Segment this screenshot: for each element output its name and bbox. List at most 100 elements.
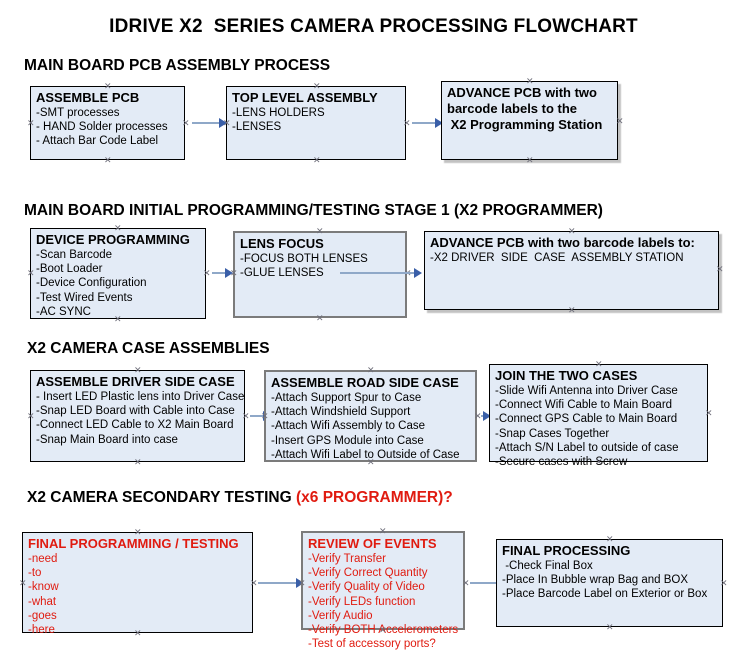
node-device-programming[interactable]: DEVICE PROGRAMMING -Scan Barcode -Boot L…	[30, 228, 206, 319]
node-lines: -Check Final Box -Place In Bubble wrap B…	[502, 559, 718, 602]
node-line: -Snap Main Board into case	[36, 433, 178, 446]
node-lines: -need -to -know -what -goes -here	[28, 552, 248, 637]
node-line: -Verify BOTH Accelerometers	[308, 624, 459, 637]
node-lines: -Scan Barcode -Boot Loader -Device Confi…	[36, 248, 201, 319]
selection-handle[interactable]	[379, 627, 386, 634]
selection-handle[interactable]	[313, 157, 320, 164]
selection-handle[interactable]	[595, 459, 602, 466]
selection-handle[interactable]	[595, 361, 602, 368]
node-line: -LENS HOLDERS	[232, 107, 325, 119]
node-line: - Insert LED Plastic lens into Driver Ca…	[36, 391, 245, 403]
node-title: ADVANCE PCB with two	[447, 85, 597, 100]
selection-handle[interactable]	[367, 459, 374, 466]
selection-handle[interactable]	[134, 630, 141, 637]
selection-handle[interactable]	[134, 367, 141, 374]
selection-handle[interactable]	[316, 315, 323, 322]
section-heading-3-text: X2 CAMERA CASE ASSEMBLIES	[27, 340, 270, 357]
node-lines: - Insert LED Plastic lens into Driver Ca…	[36, 390, 245, 447]
selection-handle[interactable]	[134, 529, 141, 536]
selection-handle[interactable]	[568, 307, 575, 314]
selection-handle[interactable]	[261, 413, 268, 420]
node-line-overflow: -Test of accessory ports?	[308, 638, 436, 651]
selection-handle[interactable]	[616, 118, 623, 125]
selection-handle[interactable]	[104, 83, 111, 90]
node-line: -to	[28, 567, 42, 580]
node-line: -Attach Wifi Label to Outside of Case	[271, 448, 460, 461]
node-line: -Test Wired Events	[36, 291, 133, 304]
selection-handle[interactable]	[114, 316, 121, 323]
node-line: -FOCUS BOTH LENSES	[240, 253, 368, 265]
selection-handle[interactable]	[316, 228, 323, 235]
node-line: -Attach Wifi Assembly to Case	[271, 420, 426, 433]
connector-line	[412, 122, 435, 124]
selection-handle[interactable]	[19, 580, 26, 587]
connector-line	[470, 582, 505, 584]
node-title: TOP LEVEL ASSEMBLY	[232, 90, 378, 105]
selection-handle[interactable]	[250, 580, 257, 587]
node-line: -here	[28, 624, 55, 637]
selection-handle[interactable]	[27, 270, 34, 277]
section-heading-2: MAIN BOARD INITIAL PROGRAMMING/TESTING S…	[24, 202, 603, 220]
selection-handle[interactable]	[114, 225, 121, 232]
node-line: -Attach Windshield Support	[271, 406, 411, 419]
selection-handle[interactable]	[705, 410, 712, 417]
node-line: -SMT processes	[36, 107, 120, 119]
node-title: JOIN THE TWO CASES	[495, 368, 638, 383]
selection-handle[interactable]	[27, 413, 34, 420]
node-advance-pcb-programming-station[interactable]: ADVANCE PCB with two barcode labels to t…	[441, 81, 618, 160]
selection-handle[interactable]	[230, 270, 237, 277]
node-final-processing[interactable]: FINAL PROCESSING -Check Final Box -Place…	[496, 539, 723, 627]
selection-handle[interactable]	[313, 83, 320, 90]
selection-handle[interactable]	[182, 120, 189, 127]
node-title-line3: X2 Programming Station	[447, 117, 603, 132]
node-line: -Verify Quality of Video	[308, 581, 425, 594]
selection-handle[interactable]	[606, 624, 613, 631]
node-line: -what	[28, 595, 57, 608]
node-lines: -Attach Support Spur to Case -Attach Win…	[271, 391, 471, 462]
node-line: -Connect Wifi Cable to Main Board	[495, 399, 673, 412]
selection-handle[interactable]	[223, 120, 230, 127]
node-assemble-road-side-case[interactable]: ASSEMBLE ROAD SIDE CASE -Attach Support …	[264, 370, 477, 462]
selection-handle[interactable]	[474, 413, 481, 420]
node-join-the-two-cases[interactable]: JOIN THE TWO CASES -Slide Wifi Antenna i…	[489, 364, 708, 468]
node-title: FINAL PROGRAMMING / TESTING	[28, 536, 239, 551]
node-title: ASSEMBLE PCB	[36, 90, 140, 105]
selection-handle[interactable]	[134, 459, 141, 466]
selection-handle[interactable]	[606, 536, 613, 543]
selection-handle[interactable]	[242, 413, 249, 420]
selection-handle[interactable]	[716, 266, 723, 273]
selection-handle[interactable]	[403, 120, 410, 127]
node-lines: -X2 DRIVER SIDE CASE ASSEMBLY STATION	[430, 251, 714, 265]
section-heading-4-accent: (x6 PROGRAMMER)?	[296, 489, 453, 506]
selection-handle[interactable]	[203, 270, 210, 277]
selection-handle[interactable]	[298, 580, 305, 587]
node-line: -Verify Correct Quantity	[308, 567, 428, 580]
selection-handle[interactable]	[568, 228, 575, 235]
selection-handle[interactable]	[462, 580, 469, 587]
node-lens-focus[interactable]: LENS FOCUS -FOCUS BOTH LENSES -GLUE LENS…	[233, 231, 407, 318]
node-final-programming-testing[interactable]: FINAL PROGRAMMING / TESTING -need -to -k…	[22, 532, 253, 636]
selection-handle[interactable]	[379, 528, 386, 535]
node-line: -Verify Audio	[308, 609, 373, 622]
node-line: -need	[28, 553, 58, 565]
node-advance-pcb-driver-side-case[interactable]: ADVANCE PCB with two barcode labels to: …	[424, 231, 719, 310]
connector-arrowhead	[483, 411, 491, 421]
selection-handle[interactable]	[367, 367, 374, 374]
selection-handle[interactable]	[720, 580, 727, 587]
node-line: -Place In Bubble wrap Bag and BOX	[502, 574, 689, 587]
selection-handle[interactable]	[27, 120, 34, 127]
node-assemble-pcb[interactable]: ASSEMBLE PCB -SMT processes - HAND Solde…	[30, 86, 185, 160]
connector-arrowhead	[435, 118, 443, 128]
node-line: -Attach S/N Label to outside of case	[495, 441, 679, 454]
node-review-of-events[interactable]: REVIEW OF EVENTS -Verify Transfer -Verif…	[301, 531, 465, 650]
connector-line	[258, 582, 296, 584]
selection-handle[interactable]	[526, 78, 533, 85]
selection-handle[interactable]	[104, 157, 111, 164]
connector-arrowhead	[414, 268, 422, 278]
selection-handle[interactable]	[526, 157, 533, 164]
node-line: -Snap LED Board with Cable into Case	[36, 405, 235, 418]
node-top-level-assembly[interactable]: TOP LEVEL ASSEMBLY -LENS HOLDERS -LENSES	[226, 86, 406, 160]
node-line: -know	[28, 581, 59, 594]
node-assemble-driver-side-case[interactable]: ASSEMBLE DRIVER SIDE CASE - Insert LED P…	[30, 370, 245, 462]
